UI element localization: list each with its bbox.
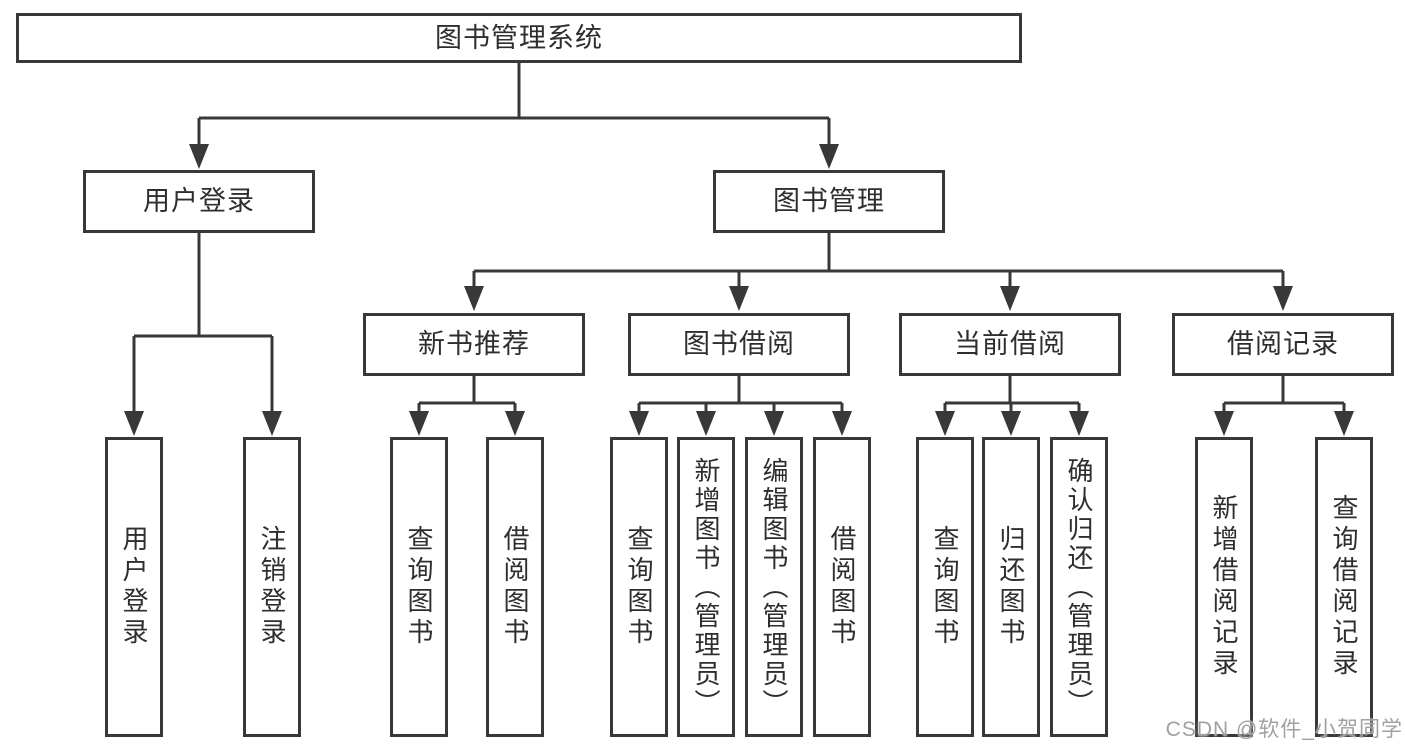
leaf-user-login: 用户登录 [105, 437, 163, 737]
arrowhead [189, 144, 209, 169]
node-root-label: 图书管理系统 [435, 22, 603, 53]
node-current-borrow: 当前借阅 [899, 313, 1121, 376]
leaf-borrow-edit-books-admin: 编辑图书（管理员） [745, 437, 803, 737]
node-root: 图书管理系统 [16, 13, 1022, 63]
leaf-current-query-books: 查询图书 [916, 437, 974, 737]
leaf-user-login-label: 用户登录 [119, 525, 149, 649]
leaf-newrec-borrow-books-label: 借阅图书 [500, 525, 530, 649]
leaf-records-query-record: 查询借阅记录 [1315, 437, 1373, 737]
node-book-management: 图书管理 [713, 170, 945, 233]
connector-root-to-level2 [197, 63, 831, 146]
leaf-newrec-borrow-books: 借阅图书 [486, 437, 544, 737]
node-current-borrow-label: 当前借阅 [954, 329, 1066, 359]
arrowhead [505, 411, 525, 436]
arrowhead [764, 411, 784, 436]
leaf-borrow-query-books-label: 查询图书 [624, 525, 654, 649]
node-book-management-label: 图书管理 [773, 186, 885, 216]
leaf-borrow-borrow-books: 借阅图书 [813, 437, 871, 737]
arrowhead [1334, 411, 1354, 436]
arrowhead [629, 411, 649, 436]
connector-borrow-records-children [1222, 376, 1346, 413]
leaf-current-confirm-return-admin: 确认归还（管理员） [1050, 437, 1108, 737]
connector-book-management-children [472, 233, 1285, 288]
leaf-borrow-query-books: 查询图书 [610, 437, 668, 737]
node-borrow-records: 借阅记录 [1172, 313, 1394, 376]
leaf-borrow-add-books-admin-label: 新增图书（管理员） [691, 456, 721, 718]
arrowhead [1273, 286, 1293, 311]
node-borrow-records-label: 借阅记录 [1227, 329, 1339, 359]
arrowhead [935, 411, 955, 436]
arrowhead [1000, 286, 1020, 311]
node-book-borrow: 图书借阅 [628, 313, 850, 376]
connector-book-borrow-children [637, 376, 844, 413]
arrowhead [832, 411, 852, 436]
connector-new-book-recommend-children [417, 376, 517, 413]
node-new-book-recommend: 新书推荐 [363, 313, 585, 376]
node-user-login: 用户登录 [83, 170, 315, 233]
watermark: CSDN @软件_小贺同学 [1165, 718, 1403, 741]
arrowhead [819, 144, 839, 169]
leaf-newrec-query-books-label: 查询图书 [404, 525, 434, 649]
arrowhead [1001, 411, 1021, 436]
leaf-logout: 注销登录 [243, 437, 301, 737]
node-user-login-label: 用户登录 [143, 186, 255, 216]
leaf-borrow-borrow-books-label: 借阅图书 [827, 525, 857, 649]
arrowhead [729, 286, 749, 311]
leaf-borrow-edit-books-admin-label: 编辑图书（管理员） [759, 456, 789, 718]
leaf-current-confirm-return-admin-label: 确认归还（管理员） [1064, 456, 1094, 718]
connector-user-login-children [132, 233, 274, 413]
arrowhead [464, 286, 484, 311]
arrowheads [124, 144, 1354, 436]
arrowhead [262, 411, 282, 436]
arrowhead [696, 411, 716, 436]
leaf-current-return-books: 归还图书 [982, 437, 1040, 737]
arrowhead [409, 411, 429, 436]
leaf-current-query-books-label: 查询图书 [930, 525, 960, 649]
leaf-records-query-record-label: 查询借阅记录 [1329, 494, 1359, 680]
arrowhead [1069, 411, 1089, 436]
arrowhead [124, 411, 144, 436]
leaf-current-return-books-label: 归还图书 [996, 525, 1026, 649]
node-book-borrow-label: 图书借阅 [683, 329, 795, 359]
node-new-book-recommend-label: 新书推荐 [418, 329, 530, 359]
leaf-newrec-query-books: 查询图书 [390, 437, 448, 737]
leaf-logout-label: 注销登录 [257, 525, 287, 649]
connector-current-borrow-children [943, 376, 1081, 413]
arrowhead [1214, 411, 1234, 436]
leaf-borrow-add-books-admin: 新增图书（管理员） [677, 437, 735, 737]
leaf-records-add-record-label: 新增借阅记录 [1209, 494, 1239, 680]
leaf-records-add-record: 新增借阅记录 [1195, 437, 1253, 737]
